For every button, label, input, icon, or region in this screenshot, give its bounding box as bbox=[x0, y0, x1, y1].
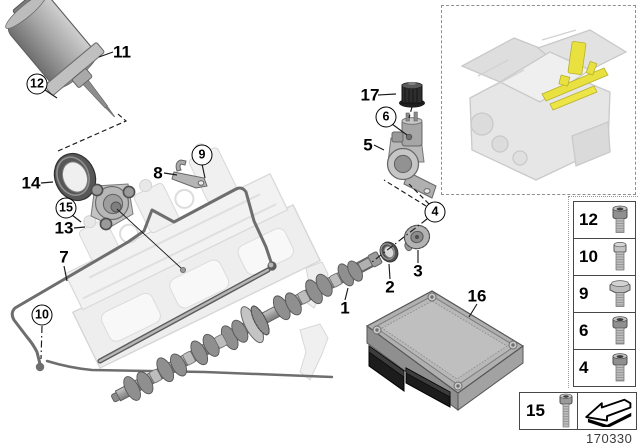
callout-6[interactable]: 6 bbox=[375, 106, 397, 128]
legend-row-9[interactable]: 9 bbox=[574, 275, 635, 312]
oil-pipe-part[interactable] bbox=[97, 261, 277, 364]
highlighted-parts bbox=[541, 41, 609, 111]
legend-row-12[interactable]: 12 bbox=[574, 202, 635, 238]
socket-head-cap-screw-icon bbox=[605, 315, 635, 347]
legend-label-12: 12 bbox=[579, 210, 598, 229]
nav-arrow-cell[interactable] bbox=[577, 392, 637, 430]
callout-1[interactable]: 1 bbox=[340, 298, 350, 318]
valve-cover-gasket-part[interactable] bbox=[10, 186, 334, 379]
holder-bracket-part[interactable] bbox=[171, 159, 208, 189]
callout-9[interactable]: 9 bbox=[191, 144, 213, 166]
callout-17[interactable]: 17 bbox=[360, 85, 380, 105]
shaft-sensor-part[interactable] bbox=[90, 183, 136, 231]
legend-label-15: 15 bbox=[526, 401, 545, 420]
callout-15[interactable]: 15 bbox=[55, 197, 77, 219]
legend-row-10[interactable]: 10 bbox=[574, 238, 635, 275]
leader-lines bbox=[40, 51, 478, 360]
control-unit-part[interactable] bbox=[365, 290, 525, 411]
callout-11[interactable]: 11 bbox=[113, 42, 131, 62]
hex-bolt-icon bbox=[605, 241, 635, 273]
callout-8[interactable]: 8 bbox=[153, 163, 163, 183]
impulse-wheel-part[interactable] bbox=[400, 222, 433, 252]
legend-label-6: 6 bbox=[579, 321, 589, 340]
callout-13[interactable]: 13 bbox=[54, 218, 74, 238]
legend-label-10: 10 bbox=[579, 247, 598, 266]
engine-overview-thumbnail[interactable] bbox=[441, 5, 636, 195]
long-socket-head-screw-icon bbox=[555, 393, 577, 429]
legend-label-9: 9 bbox=[579, 284, 589, 303]
direction-arrow-icon bbox=[581, 395, 633, 427]
spacer-ring-part[interactable] bbox=[377, 239, 401, 265]
hex-head-bolt-icon bbox=[605, 278, 635, 310]
socket-head-cap-screw-icon bbox=[605, 204, 635, 236]
protection-cap-part[interactable] bbox=[399, 81, 425, 108]
legend-row-4[interactable]: 4 bbox=[574, 349, 635, 386]
socket-head-cap-screw-icon bbox=[605, 352, 635, 384]
callout-2[interactable]: 2 bbox=[385, 277, 395, 297]
legend-label-4: 4 bbox=[579, 358, 589, 377]
screw-legend-table: 12 10 bbox=[573, 201, 636, 387]
callout-3[interactable]: 3 bbox=[413, 261, 423, 281]
legend-row-6[interactable]: 6 bbox=[574, 312, 635, 349]
actuator-motor-part[interactable] bbox=[0, 0, 141, 139]
callout-12[interactable]: 12 bbox=[26, 73, 48, 95]
callout-16[interactable]: 16 bbox=[467, 286, 487, 306]
callout-5[interactable]: 5 bbox=[363, 135, 373, 155]
callout-4[interactable]: 4 bbox=[424, 201, 446, 223]
callout-7[interactable]: 7 bbox=[59, 247, 69, 267]
legend-row-15[interactable]: 15 bbox=[519, 392, 578, 430]
engine-overview-art bbox=[460, 29, 628, 181]
solenoid-valve-part[interactable] bbox=[386, 111, 437, 199]
diagram-number: 170330 bbox=[586, 431, 633, 446]
camshaft-part[interactable] bbox=[103, 239, 388, 416]
seal-ring-part[interactable] bbox=[47, 147, 102, 206]
cylinder-head-ghost bbox=[64, 143, 329, 381]
callout-14[interactable]: 14 bbox=[21, 173, 41, 193]
callout-10[interactable]: 10 bbox=[31, 304, 53, 326]
